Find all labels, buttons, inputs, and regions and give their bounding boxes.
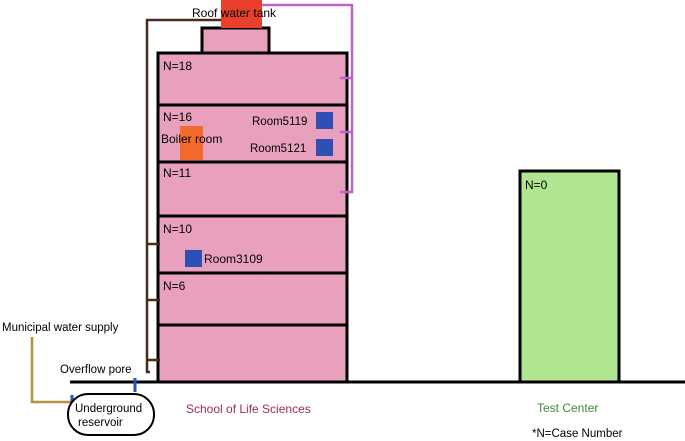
overflow-pore-label: Overflow pore <box>60 364 132 376</box>
roof-tank-label: Roof water tank <box>192 6 277 20</box>
floor-n6 <box>156 271 349 327</box>
room-5121-label: Room5121 <box>250 143 306 155</box>
boiler-room-label: Boiler room <box>161 132 222 146</box>
municipal-pipe <box>30 337 72 404</box>
room-3109-marker <box>185 250 202 267</box>
school-building <box>156 26 349 384</box>
room-5121-marker <box>316 139 333 156</box>
floor-n16-label: N=16 <box>163 110 192 124</box>
test-center-n0-label: N=0 <box>525 178 548 192</box>
room-5119-label: Room5119 <box>252 116 307 128</box>
underground-reservoir <box>67 393 155 436</box>
penthouse <box>200 26 271 55</box>
reservoir-label-line1: Underground <box>75 403 142 415</box>
reservoir-label-line2: reservoir <box>78 417 123 429</box>
floor-n18-label: N=18 <box>163 59 192 73</box>
room-5119-marker <box>316 112 333 129</box>
floor-n10-label: N=10 <box>163 222 192 236</box>
footnote: *N=Case Number <box>532 428 623 440</box>
school-caption: School of Life Sciences <box>186 402 311 416</box>
floor-n6-label: N=6 <box>163 279 186 293</box>
roof-distribution-pipe <box>262 3 354 194</box>
floor-ground <box>156 323 349 384</box>
floor-n11-label: N=11 <box>163 166 191 180</box>
boiler-room-block <box>180 126 203 160</box>
test-center-building <box>518 169 621 384</box>
supply-pipe <box>145 18 221 374</box>
test-center-caption: Test Center <box>537 401 598 415</box>
room-3109-label: Room3109 <box>204 252 263 266</box>
municipal-supply-label: Municipal water supply <box>2 322 119 334</box>
roof-water-tank <box>221 0 262 28</box>
